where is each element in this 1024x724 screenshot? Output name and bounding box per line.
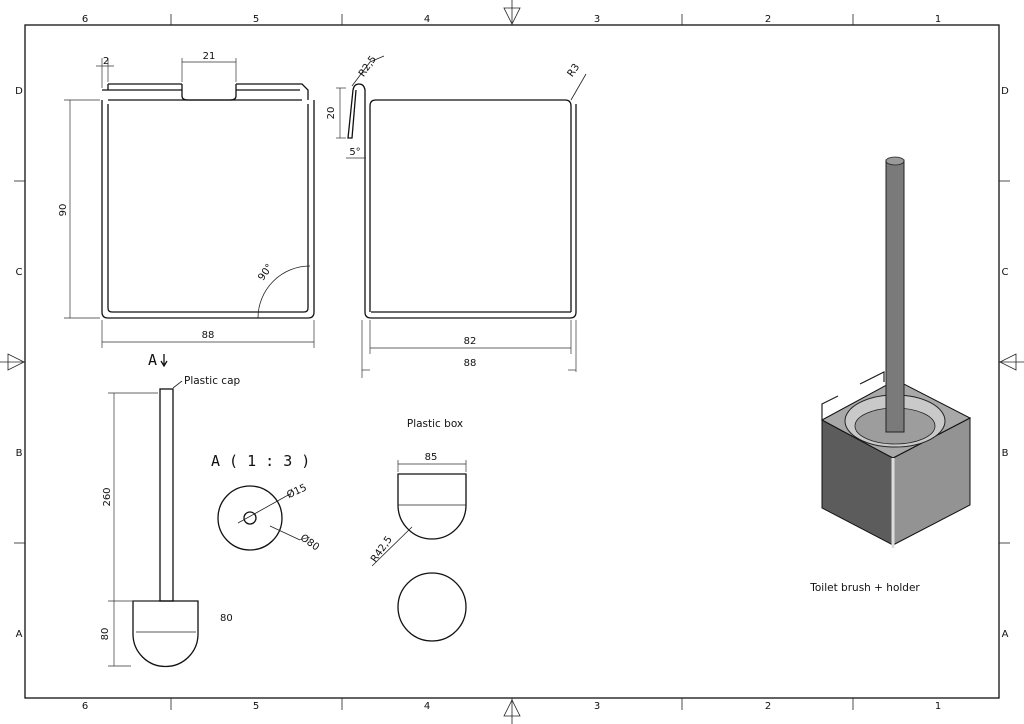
col-label-top: 3 xyxy=(594,14,600,25)
front-dim-tab: 21 xyxy=(203,51,216,62)
detail-inner-circle xyxy=(243,511,257,525)
row-label-left: D xyxy=(15,86,23,97)
row-label-right: D xyxy=(1001,86,1009,97)
brush-head xyxy=(132,600,199,668)
side-dim-corner-radius: R3 xyxy=(566,62,583,79)
brush-handle xyxy=(159,388,174,602)
side-dim-bend-angle: 5° xyxy=(349,147,360,158)
side-outer-outline xyxy=(364,104,577,319)
front-outer-outline xyxy=(101,100,315,319)
col-label-bottom: 3 xyxy=(594,701,600,712)
detail-leader-large xyxy=(269,525,301,541)
col-label-top: 4 xyxy=(424,14,430,25)
side-bend-flange xyxy=(347,83,366,139)
iso-view xyxy=(820,156,972,548)
detail-leader-small xyxy=(237,493,291,524)
plastic-box-view xyxy=(371,460,467,642)
plastic-box-title: Plastic box xyxy=(407,418,463,430)
side-dim-outer-width: 88 xyxy=(464,358,477,369)
row-label-right: C xyxy=(1002,267,1009,278)
detail-dim-small: Ø15 xyxy=(285,481,309,501)
front-view xyxy=(64,58,315,348)
plastic-cap-label: Plastic cap xyxy=(184,375,241,387)
row-label-left: C xyxy=(16,267,23,278)
section-label: A xyxy=(148,351,157,369)
section-arrow xyxy=(160,354,168,368)
brush-dim-handle: 260 xyxy=(102,487,113,506)
plastic-box-dim-width: 85 xyxy=(425,452,438,463)
front-angle: 90° xyxy=(256,262,275,283)
col-label-top: 1 xyxy=(935,14,941,25)
corner-radius-leader xyxy=(570,73,587,101)
detail-view xyxy=(217,485,301,551)
plastic-box-side xyxy=(397,473,467,540)
detail-title: A ( 1 : 3 ) xyxy=(211,452,310,470)
side-dim-bend-radius: R2,5 xyxy=(357,54,379,79)
row-label-left: B xyxy=(16,448,23,459)
side-inner-outline xyxy=(369,99,572,312)
front-inner-outline xyxy=(107,104,309,313)
plastic-box-top xyxy=(397,572,467,642)
row-label-right: B xyxy=(1002,448,1009,459)
row-label-right: A xyxy=(1002,629,1009,640)
col-label-bottom: 5 xyxy=(253,701,259,712)
iso-caption: Toilet brush + holder xyxy=(809,582,920,594)
front-top-rim xyxy=(102,83,309,100)
bend-radius-leader xyxy=(351,55,385,87)
col-label-top: 6 xyxy=(82,14,88,25)
side-view xyxy=(336,55,587,378)
front-dim-width: 88 xyxy=(202,330,215,341)
grid-ticks xyxy=(14,14,1010,710)
brush-dim-head: 80 xyxy=(100,628,111,641)
iso-brush-handle xyxy=(885,159,905,433)
col-label-bottom: 1 xyxy=(935,701,941,712)
col-label-bottom: 4 xyxy=(424,701,430,712)
side-dim-bend-len: 20 xyxy=(326,107,337,120)
iso-handle-cap xyxy=(885,156,905,166)
drawing-border xyxy=(24,24,1000,699)
plastic-box-dim-radius: R42,5 xyxy=(369,534,395,564)
detail-dim-large: Ø80 xyxy=(298,532,322,554)
cap-leader xyxy=(172,380,183,389)
plastic-box-radius-leader xyxy=(371,526,413,567)
col-label-bottom: 2 xyxy=(765,701,771,712)
front-dim-gap: 2 xyxy=(103,56,109,67)
row-label-left: A xyxy=(16,629,23,640)
col-label-top: 5 xyxy=(253,14,259,25)
side-dim-inner-width: 82 xyxy=(464,336,477,347)
front-tab xyxy=(181,84,237,101)
brush-dim-head-width: 80 xyxy=(220,613,233,624)
brush-view xyxy=(108,380,199,668)
col-label-top: 2 xyxy=(765,14,771,25)
detail-outer-circle xyxy=(217,485,283,551)
angle-arc xyxy=(257,265,311,319)
col-label-bottom: 6 xyxy=(82,701,88,712)
iso-rim xyxy=(821,371,885,420)
front-dim-height: 90 xyxy=(58,204,69,217)
